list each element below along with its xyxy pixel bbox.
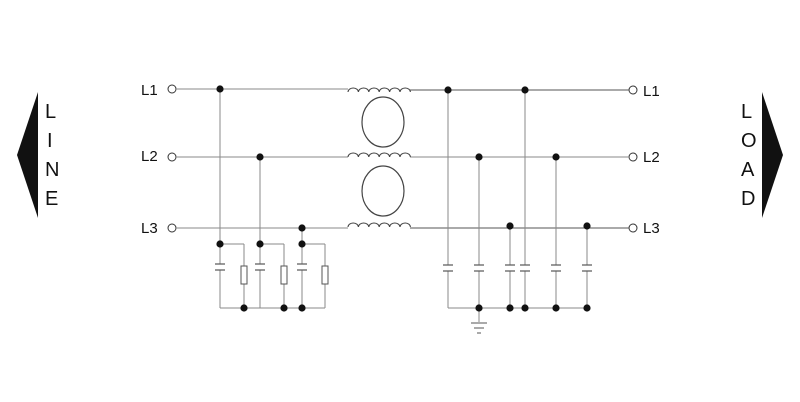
main-wires: [176, 88, 629, 229]
terminal-right-l3: [628, 223, 638, 233]
terminal-label-right-l2: L2: [643, 149, 660, 166]
load-letter: O: [741, 130, 757, 152]
load-letter: D: [741, 188, 755, 210]
load-arrow-icon: [762, 92, 783, 218]
load-letter: A: [741, 159, 755, 181]
load-side-label: L O A D: [741, 101, 757, 210]
choke-core-lower: [361, 165, 405, 217]
choke-coil-l3: [347, 222, 411, 228]
choke-coil-l1: [347, 87, 411, 93]
line-letter: L: [45, 101, 56, 123]
line-letter: N: [45, 159, 59, 181]
terminal-right-l1: [628, 85, 638, 95]
line-side-label: L I N E: [45, 101, 59, 210]
ground-icon: [471, 322, 487, 334]
output-capacitors: [443, 264, 592, 272]
terminal-left-l3: [167, 223, 177, 233]
terminal-label-left-l1: L1: [141, 82, 158, 99]
line-arrow-icon: [17, 92, 38, 218]
bleeder-resistors: [240, 265, 329, 285]
line-letter: E: [45, 188, 58, 210]
terminal-left-l2: [167, 152, 177, 162]
terminal-label-left-l3: L3: [141, 220, 158, 237]
input-network-wires: [219, 89, 326, 309]
terminal-right-l2: [628, 152, 638, 162]
choke-core-upper: [361, 96, 405, 148]
input-capacitors: [215, 263, 307, 271]
output-network-wires: [447, 90, 588, 322]
line-letter: I: [47, 130, 53, 152]
terminal-label-right-l1: L1: [643, 83, 660, 100]
terminal-label-left-l2: L2: [141, 148, 158, 165]
junction-nodes: [216, 85, 591, 312]
terminal-label-right-l3: L3: [643, 220, 660, 237]
terminal-left-l1: [167, 84, 177, 94]
choke-coil-l2: [347, 152, 411, 158]
load-letter: L: [741, 101, 752, 123]
